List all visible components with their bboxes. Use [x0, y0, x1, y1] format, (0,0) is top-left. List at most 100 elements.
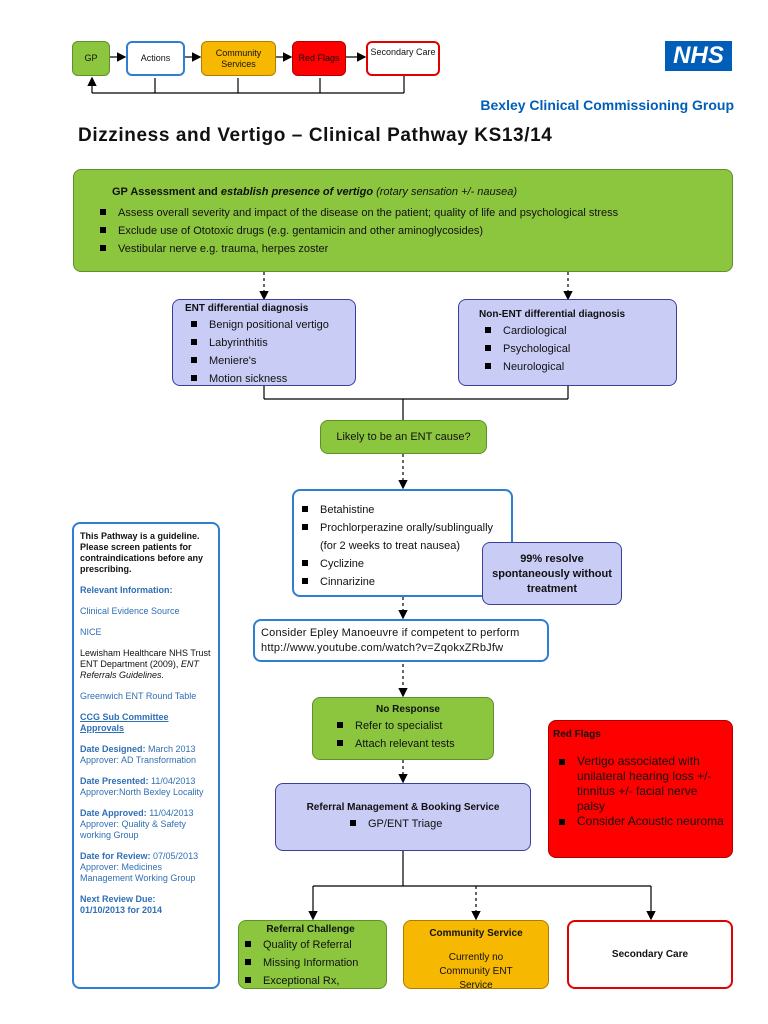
- greenwich-link[interactable]: Greenwich ENT Round Table: [80, 691, 197, 701]
- list-item: Cinnarizine: [296, 573, 503, 591]
- community-service-title: Community Service: [429, 928, 523, 939]
- no-response-list: Refer to specialist Attach relevant test…: [331, 717, 485, 753]
- nav-community-button[interactable]: Community Services: [201, 41, 276, 76]
- list-item: Labyrinthitis: [185, 334, 347, 352]
- info-sidebar: This Pathway is a guideline. Please scre…: [72, 522, 220, 989]
- ccg-approvals-link[interactable]: CCG Sub Committee Approvals: [80, 712, 169, 733]
- community-service-box: Community Service Currently no Community…: [403, 920, 549, 991]
- epley-box: Consider Epley Manoeuvre if competent to…: [253, 619, 549, 662]
- list-item: Quality of Referral: [239, 936, 382, 954]
- date-presented-value: 11/04/2013: [151, 776, 196, 786]
- nhs-logo: NHS: [665, 41, 732, 71]
- list-item: Betahistine: [296, 501, 503, 519]
- list-item: GP/ENT Triage: [344, 815, 522, 833]
- epley-link[interactable]: http://www.youtube.com/watch?v=ZqokxZRbJ…: [261, 642, 504, 654]
- resolve-text: 99% resolve spontaneously without treatm…: [492, 553, 612, 595]
- list-item: Motion sickness: [185, 370, 347, 388]
- lewisham-source: Lewisham Healthcare NHS Trust ENT Depart…: [80, 648, 211, 669]
- referral-challenge-list: Quality of Referral Missing Information …: [239, 936, 382, 990]
- no-response-box: No Response Refer to specialist Attach r…: [312, 697, 494, 760]
- referral-management-box: Referral Management & Booking Service GP…: [275, 783, 531, 851]
- disclaimer: This Pathway is a guideline. Please scre…: [80, 531, 204, 574]
- secondary-care-box: Secondary Care: [567, 920, 733, 989]
- relevant-info-heading: Relevant Information:: [80, 585, 173, 595]
- date-review-label: Date for Review:: [80, 851, 154, 861]
- list-item: Refer to specialist: [331, 717, 485, 735]
- date-designed-label: Date Designed:: [80, 744, 149, 754]
- list-item: Vertigo associated with unilateral heari…: [553, 754, 726, 814]
- drug-note: (for 2 weeks to treat nausea): [320, 540, 461, 552]
- page-title: Dizziness and Vertigo – Clinical Pathway…: [78, 125, 553, 146]
- list-item: Psychological: [479, 340, 668, 358]
- nav-gp-button[interactable]: GP: [72, 41, 110, 76]
- clinical-evidence-link[interactable]: Clinical Evidence Source: [80, 606, 180, 616]
- referral-mgmt-title: Referral Management & Booking Service: [306, 802, 500, 813]
- referral-challenge-box: Referral Challenge Quality of Referral M…: [238, 920, 387, 989]
- date-presented-approver: Approver:North Bexley Locality: [80, 787, 204, 797]
- list-item: Prochlorperazine orally/sublingually (for…: [296, 519, 503, 555]
- drug-options-box: Betahistine Prochlorperazine orally/subl…: [292, 489, 513, 597]
- nav-actions-button[interactable]: Actions: [126, 41, 185, 76]
- community-service-body: Currently no Community ENT Service: [439, 952, 513, 991]
- nav-red-flags-button[interactable]: Red Flags: [292, 41, 346, 76]
- next-review: Next Review Due:01/10/2013 for 2014: [80, 894, 212, 916]
- non-ent-diff-title: Non-ENT differential diagnosis: [479, 309, 626, 320]
- referral-mgmt-list: GP/ENT Triage: [284, 815, 522, 833]
- ent-cause-text: Likely to be an ENT cause?: [336, 431, 471, 443]
- ent-diff-list: Benign positional vertigo Labyrinthitis …: [185, 316, 347, 388]
- date-approved-label: Date Approved:: [80, 808, 150, 818]
- list-item: Vestibular nerve e.g. trauma, herpes zos…: [94, 240, 712, 258]
- nav-secondary-care-label: Secondary Care: [370, 47, 436, 57]
- secondary-care-text: Secondary Care: [611, 949, 689, 960]
- nav-actions-label: Actions: [140, 53, 171, 63]
- date-designed-value: March 2013: [148, 744, 196, 754]
- date-review-approver: Approver: Medicines Management Working G…: [80, 862, 196, 883]
- list-item: Meniere's: [185, 352, 347, 370]
- list-item: Cyclizine: [296, 555, 503, 573]
- date-review-value: 07/05/2013: [153, 851, 199, 861]
- list-item: Missing Information: [239, 954, 382, 972]
- drug-list: Betahistine Prochlorperazine orally/subl…: [296, 501, 503, 591]
- resolve-box: 99% resolve spontaneously without treatm…: [482, 542, 622, 605]
- date-approved-approver: Approver: Quality & Safety working Group: [80, 819, 187, 840]
- no-response-title: No Response: [376, 704, 440, 715]
- nav-secondary-care-button[interactable]: Secondary Care: [366, 41, 440, 76]
- ent-diff-title: ENT differential diagnosis: [185, 303, 309, 314]
- ccg-name: Bexley Clinical Commissioning Group: [480, 97, 734, 113]
- non-ent-differential-box: Non-ENT differential diagnosis Cardiolog…: [458, 299, 677, 386]
- list-item: Exclude use of Ototoxic drugs (e.g. gent…: [94, 222, 712, 240]
- epley-text: Consider Epley Manoeuvre if competent to…: [261, 627, 520, 639]
- referral-challenge-title: Referral Challenge: [266, 924, 355, 935]
- list-item: Benign positional vertigo: [185, 316, 347, 334]
- lewisham-reference: Lewisham Healthcare NHS Trust ENT Depart…: [80, 648, 212, 681]
- gp-heading-bolditalic: establish presence of vertigo: [220, 186, 374, 198]
- red-flags-title: Red Flags: [553, 729, 601, 740]
- gp-assessment-box: GP Assessment and establish presence of …: [73, 169, 733, 272]
- red-flags-list: Vertigo associated with unilateral heari…: [553, 754, 726, 829]
- nice-link[interactable]: NICE: [80, 627, 102, 637]
- list-item: Assess overall severity and impact of th…: [94, 204, 712, 222]
- nhs-logo-text: NHS: [673, 42, 724, 69]
- date-presented-label: Date Presented:: [80, 776, 152, 786]
- gp-heading-italic: (rotary sensation +/- nausea): [373, 186, 518, 198]
- red-flags-box: Red Flags Vertigo associated with unilat…: [548, 720, 733, 858]
- gp-assessment-list: Assess overall severity and impact of th…: [94, 204, 712, 258]
- non-ent-diff-list: Cardiological Psychological Neurological: [479, 322, 668, 376]
- ent-differential-box: ENT differential diagnosis Benign positi…: [172, 299, 356, 386]
- nav-red-flags-label: Red Flags: [298, 53, 340, 63]
- next-review-label: Next Review Due:: [80, 894, 156, 904]
- nav-community-label: Community Services: [215, 48, 262, 69]
- next-review-value: 01/10/2013 for 2014: [80, 905, 163, 915]
- list-item: Neurological: [479, 358, 668, 376]
- nav-gp-label: GP: [84, 53, 98, 63]
- date-approved-value: 11/04/2013: [149, 808, 194, 818]
- lewisham-title: ENT Referrals Guidelines.: [80, 659, 199, 680]
- date-designed-approver: Approver: AD Transformation: [80, 755, 197, 765]
- drug-name: Prochlorperazine orally/sublingually: [320, 522, 494, 534]
- ent-cause-box: Likely to be an ENT cause?: [320, 420, 487, 454]
